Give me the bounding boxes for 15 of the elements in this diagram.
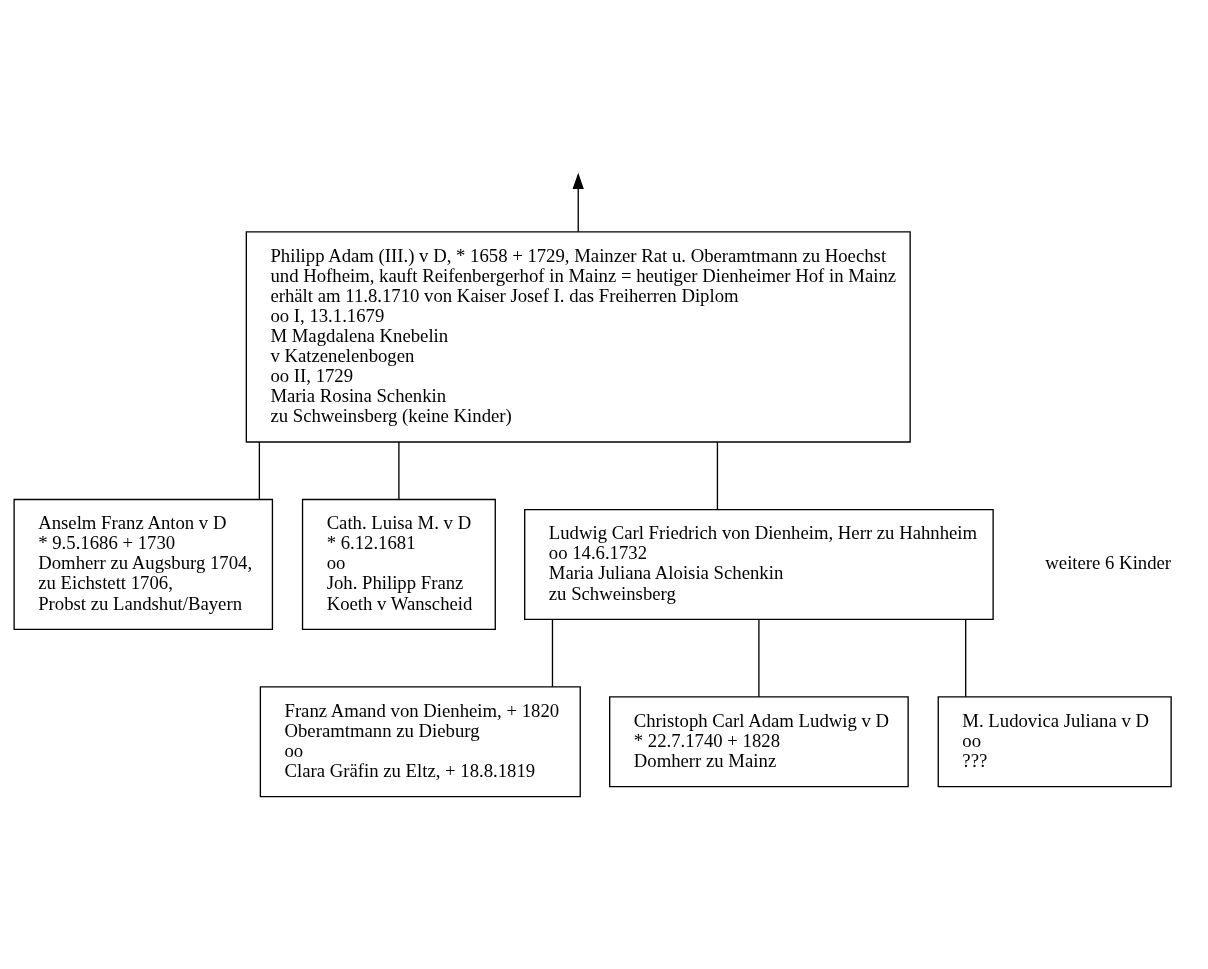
node-box: Christoph Carl Adam Ludwig v D * 22.7.1740 + 1828 Domherr zu Mainz bbox=[609, 695, 909, 787]
connector bbox=[551, 618, 554, 687]
node-box: Philipp Adam (III.) v D, * 1658 + 1729, Mainzer Rat u. Oberamtmann zu Hoechst und Hofheim, kauft Reifenbergerhof in Mainz = heutiger Dienheimer Hof in Mainz erhält am 11.8.1710 von Kaiser Josef I. das Freiherren Diplom oo I, 13.1.1679 M Magdalena Knebelin v Katzenelenbogen oo II, 1729 Maria Rosina Schenkin zu Schweinsberg (keine Kinder) bbox=[245, 230, 911, 443]
node-box: M. Ludovica Juliana v D oo ??? bbox=[937, 695, 1172, 787]
label: weitere 6 Kinder bbox=[1045, 551, 1172, 573]
node-box: Franz Amand von Dienheim, + 1820 Oberamtmann zu Dieburg oo Clara Gräfin zu Eltz, + 18.8.1819 bbox=[259, 685, 581, 797]
node-box: Cath. Luisa M. v D * 6.12.1681 oo Joh. Philipp Franz Koeth v Wanscheid bbox=[301, 498, 496, 630]
node-box: Ludwig Carl Friedrich von Dienheim, Herr zu Hahnheim oo 14.6.1732 Maria Juliana Aloisia Schenkin zu Schweinsberg bbox=[524, 508, 994, 620]
connector bbox=[965, 618, 967, 697]
connector bbox=[258, 440, 261, 500]
node-box: Anselm Franz Anton v D * 9.5.1686 + 1730 Domherr zu Augsburg 1704, zu Eichstett 1706, Probst zu Landshut/Bayern bbox=[13, 498, 274, 630]
arrow bbox=[572, 172, 584, 232]
connector bbox=[716, 440, 719, 510]
connector bbox=[398, 440, 400, 500]
connector bbox=[758, 618, 760, 697]
